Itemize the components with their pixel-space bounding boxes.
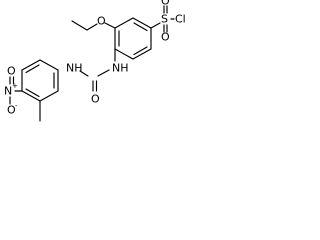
sulfonyl-chloride-group bbox=[150, 5, 175, 33]
nitro-nitrogen-label: N bbox=[4, 85, 12, 98]
benzene-ring-right bbox=[114, 17, 152, 60]
structure-diagram: S O O Cl O NH O NH N + bbox=[0, 0, 188, 149]
nitro-oxygen-bottom-label: O bbox=[7, 104, 16, 117]
urea-carbonyl-oxygen-label: O bbox=[91, 93, 100, 106]
sulfur-label: S bbox=[161, 13, 168, 26]
ethoxy-group bbox=[71, 20, 116, 31]
benzene-ring-left bbox=[21, 59, 59, 102]
molecule-drawing: S O O Cl O NH O NH N + bbox=[4, 0, 186, 122]
sulfonyl-oxygen-top-label: O bbox=[161, 0, 170, 8]
sulfonyl-oxygen-bottom-label: O bbox=[161, 31, 170, 44]
urea-linkage bbox=[79, 48, 116, 92]
ether-oxygen-label: O bbox=[97, 15, 106, 28]
urea-nh-right-label: NH bbox=[66, 62, 83, 75]
nitro-group bbox=[9, 76, 23, 105]
nitro-minus-charge-label: - bbox=[15, 102, 18, 110]
chlorine-label: Cl bbox=[175, 13, 186, 26]
urea-nh-left-label: NH bbox=[112, 62, 129, 75]
nitro-plus-charge-label: + bbox=[12, 82, 18, 90]
nitro-oxygen-top-label: O bbox=[7, 65, 16, 78]
